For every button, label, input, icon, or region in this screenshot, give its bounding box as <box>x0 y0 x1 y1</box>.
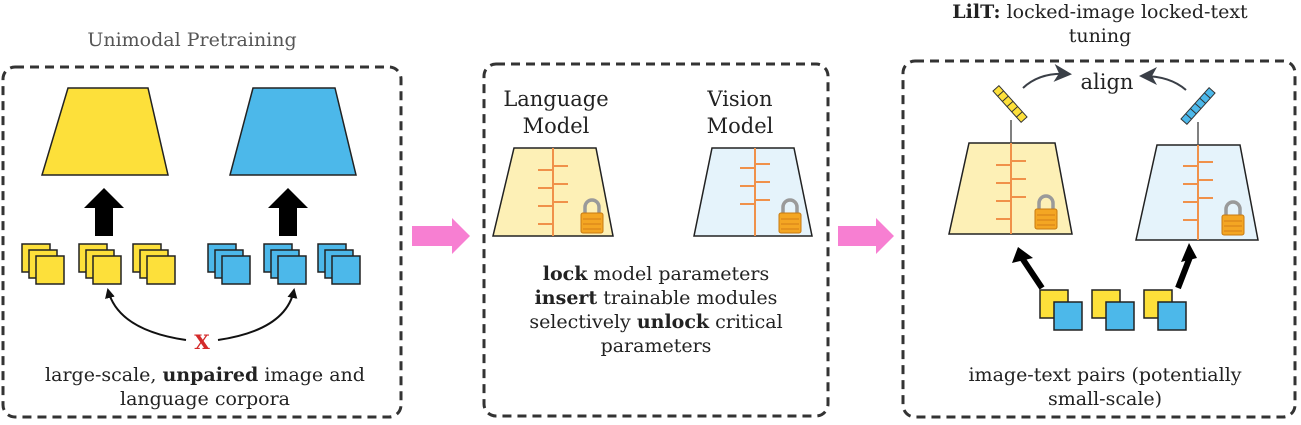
lilt-vision-modules <box>1183 145 1213 240</box>
vision-encoder-trapezoid <box>229 87 357 176</box>
panel3-title: LilT: locked-image locked-text tuning <box>952 1 1248 47</box>
up-arrow-icon <box>84 188 124 236</box>
lilt-language-modules <box>996 143 1026 234</box>
up-arrow-shaft <box>1019 256 1045 290</box>
panel1-caption: large-scale, unpaired image and language… <box>45 364 365 410</box>
curved-arrow-icon <box>1022 64 1072 89</box>
x-mark: X <box>194 330 210 354</box>
curved-arrow-icon <box>105 288 187 341</box>
panel-adaptation <box>482 62 830 418</box>
panel-lilt <box>901 59 1297 419</box>
language-encoder-trapezoid <box>40 87 169 176</box>
text-token-stack <box>21 243 176 285</box>
image-token-stack <box>207 243 361 285</box>
vision-embedding-vector <box>1180 87 1216 125</box>
panel-unimodal-pretraining <box>1 65 403 419</box>
align-label: align <box>1080 70 1134 94</box>
language-embedding-vector <box>992 85 1028 123</box>
pink-arrow-icon <box>412 218 470 254</box>
up-arrow-icon <box>268 188 308 236</box>
panel2-description: lock model parameters insert trainable m… <box>529 263 783 357</box>
curved-arrow-icon <box>1139 67 1187 91</box>
vision-model-trainable-modules <box>740 148 770 236</box>
up-arrow-icon <box>1012 247 1033 263</box>
curved-arrow-icon <box>217 288 298 341</box>
up-arrow-icon <box>1181 243 1197 262</box>
pink-arrow-icon <box>838 218 894 254</box>
panel1-title: Unimodal Pretraining <box>87 29 297 51</box>
language-model-trainable-modules <box>538 148 568 236</box>
up-arrow-shaft <box>1175 255 1193 290</box>
image-text-pair-tokens <box>1039 289 1187 331</box>
